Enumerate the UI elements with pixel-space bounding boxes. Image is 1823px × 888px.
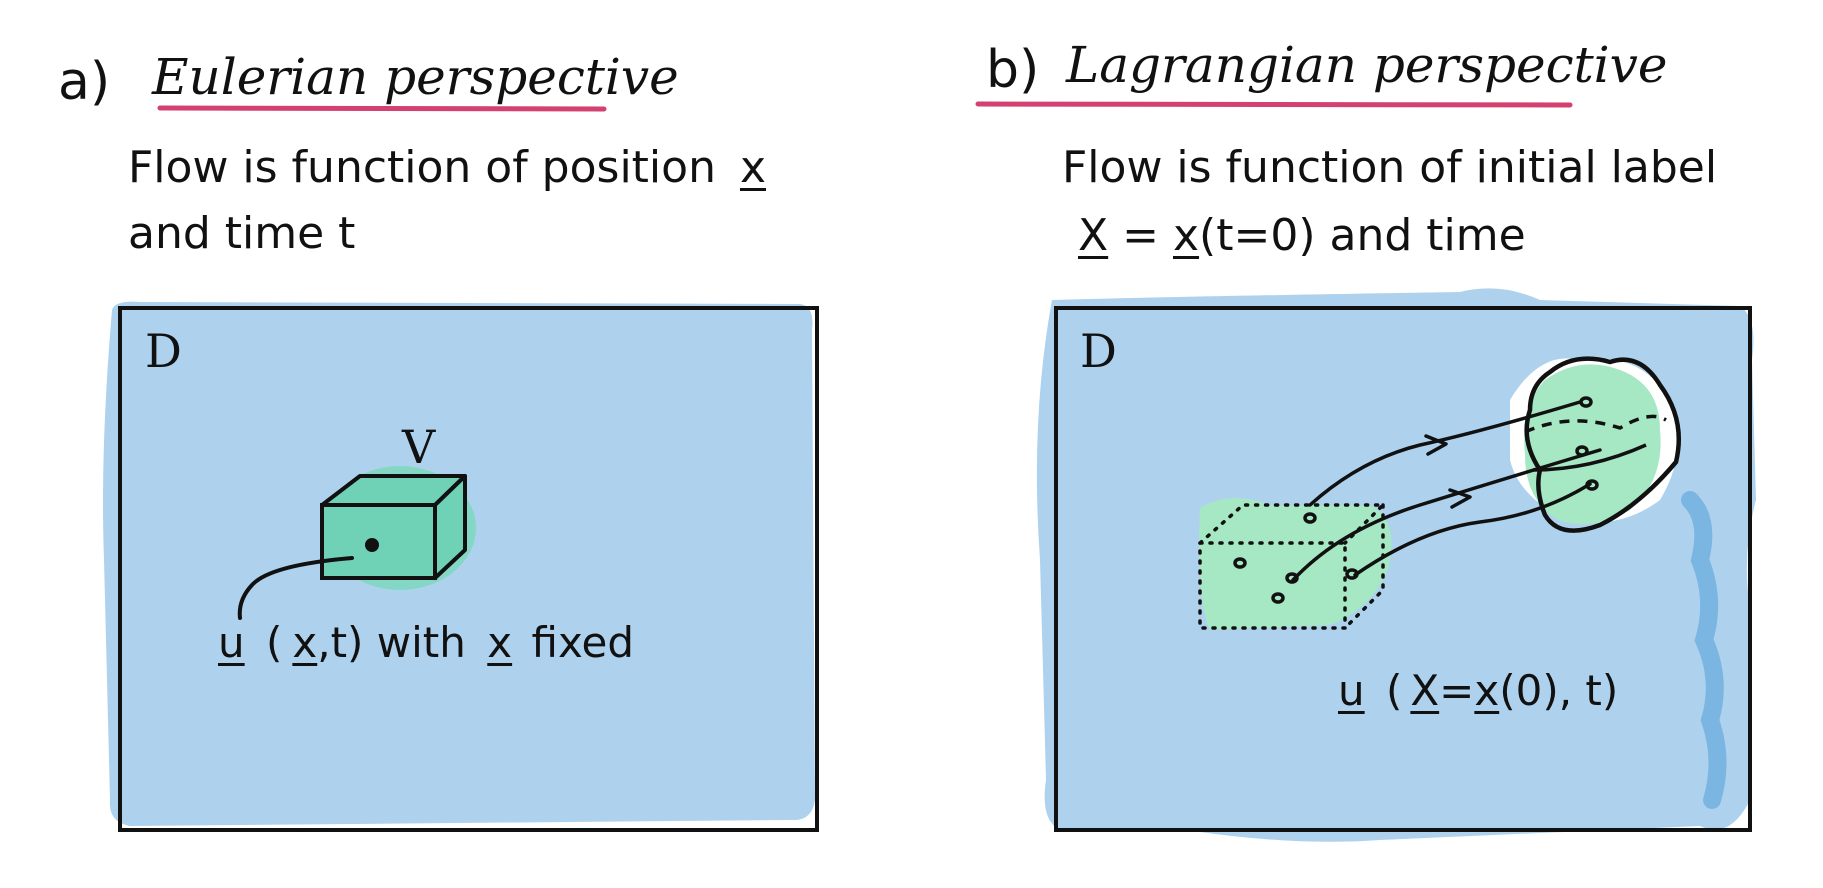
panel-b-letter: b): [986, 40, 1040, 100]
trajectory-3: [1353, 482, 1592, 577]
eulerian-description-line1: Flow is function of position x: [128, 146, 766, 190]
panel-a-letter: a): [58, 52, 111, 112]
fixed-point: [365, 538, 379, 552]
lag-formula-rest: (0), t): [1499, 666, 1619, 715]
lag-formula-label: X: [1410, 666, 1440, 715]
lagrangian-edge-stroke: [1681, 491, 1727, 809]
trajectories: [1291, 400, 1602, 582]
lag-velocity-symbol: u: [1338, 666, 1365, 715]
formula-position-fixed: x: [487, 618, 513, 667]
eulerian-domain-frame: [118, 306, 819, 832]
arrowhead-1: [1424, 434, 1448, 456]
lagrangian-domain-frame: [1054, 306, 1752, 832]
eulerian-domain-label: D: [145, 324, 182, 378]
formula-fixed: fixed: [531, 618, 635, 667]
final-parcel-outline: [1524, 356, 1682, 533]
velocity-symbol: u: [218, 618, 245, 667]
initial-position-symbol: x: [1173, 210, 1200, 261]
formula-mid: ,t) with: [317, 618, 466, 667]
lagrangian-velocity-formula: u (X=x(0), t): [1338, 670, 1618, 712]
lagrangian-description-line2: X = x(t=0) and time: [1078, 214, 1526, 258]
eulerian-title: Eulerian perspective: [152, 48, 679, 106]
formula-open: (: [265, 618, 283, 667]
formula-position: x: [292, 618, 318, 667]
initial-parcel-cube: [1198, 503, 1388, 630]
final-parcel-inner: [1524, 414, 1667, 434]
trajectory-2: [1291, 448, 1602, 582]
pointer-curve: [237, 556, 354, 620]
lagrangian-domain-label: D: [1080, 324, 1117, 378]
final-parcel-halo: [1524, 364, 1661, 525]
arrowhead-2: [1448, 488, 1472, 509]
label-eq: =: [1108, 210, 1173, 261]
position-symbol: x: [739, 142, 767, 193]
control-volume-cube: [320, 474, 467, 580]
eulerian-velocity-formula: u (x,t) with x fixed: [218, 622, 634, 664]
eulerian-title-underline: [157, 105, 607, 112]
particle-markers: [1233, 396, 1599, 604]
lag-formula-position: x: [1474, 666, 1500, 715]
eulerian-desc-text: Flow is function of position: [128, 142, 716, 193]
lagrangian-title: Lagrangian perspective: [1066, 36, 1668, 94]
volume-label: V: [402, 420, 436, 474]
lag-formula-open: (: [1385, 666, 1403, 715]
trajectory-1: [1308, 400, 1582, 507]
label-symbol: X: [1078, 210, 1109, 261]
initial-parcel-halo: [1199, 498, 1392, 630]
final-parcel-fold: [1532, 443, 1647, 472]
lagrangian-title-underline: [975, 101, 1573, 108]
lagrangian-description-line1: Flow is function of initial label: [1062, 142, 1718, 193]
label-rest: (t=0) and time: [1199, 210, 1526, 261]
eulerian-description-line2: and time t: [128, 208, 356, 259]
lag-formula-eq: =: [1439, 666, 1475, 715]
